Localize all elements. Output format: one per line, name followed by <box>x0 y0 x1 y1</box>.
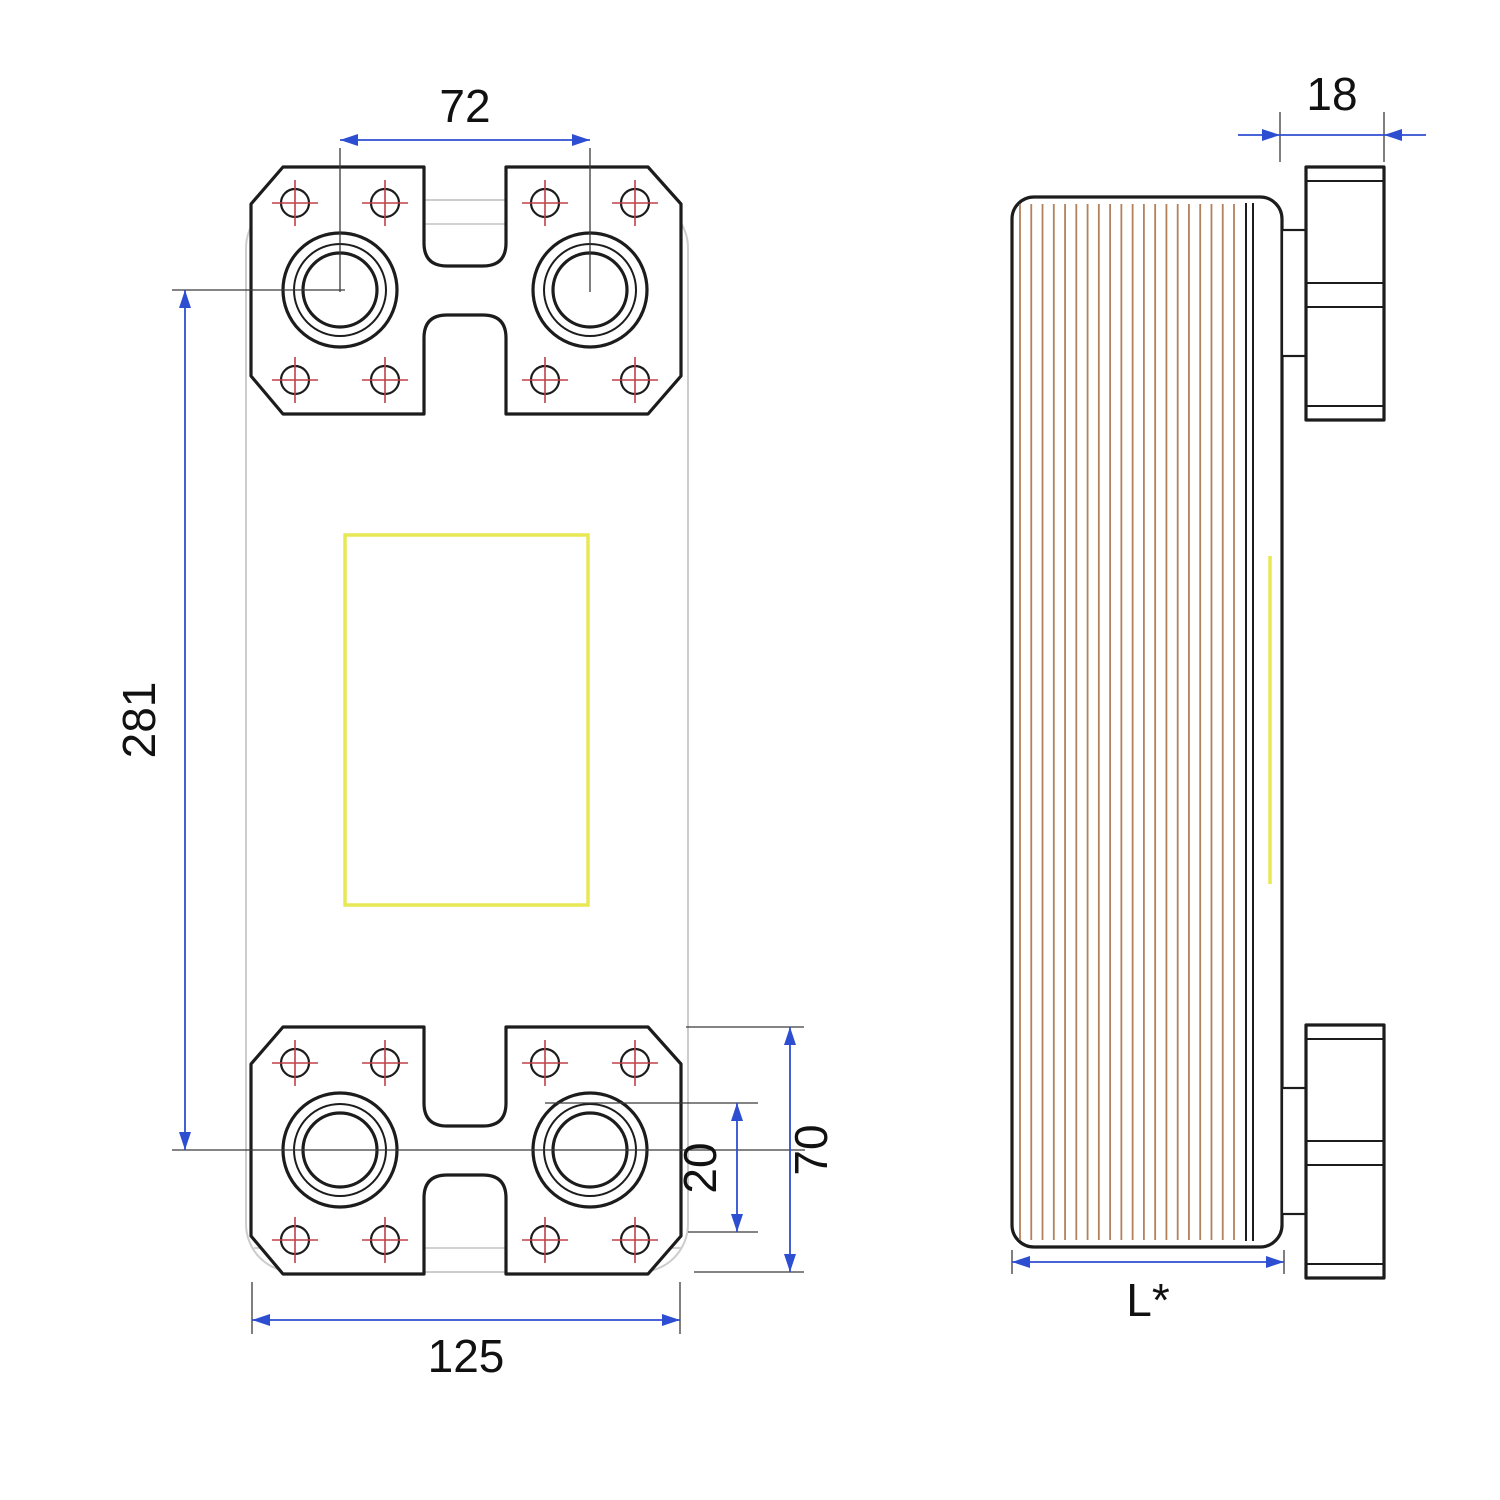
connection-flange <box>1304 1023 1386 1280</box>
dim-label-125: 125 <box>428 1330 505 1382</box>
dim-label-72: 72 <box>439 80 490 132</box>
bottom-connection <box>1280 1023 1386 1280</box>
dimension-port-vertical-spacing: 281 <box>113 289 805 1151</box>
arrow-icon <box>572 134 590 146</box>
front-view: 72 281 125 70 <box>113 80 837 1382</box>
arrow-icon <box>1262 129 1280 141</box>
connection-flange <box>1304 165 1386 422</box>
plate-pack-body <box>245 199 689 1273</box>
dimension-overall-width: 125 <box>251 1282 681 1382</box>
dim-label-stack-length: L* <box>1126 1274 1170 1326</box>
arrow-icon <box>731 1214 743 1232</box>
arrow-icon <box>784 1027 796 1045</box>
dim-label-70: 70 <box>785 1124 837 1175</box>
dim-label-281: 281 <box>113 682 165 759</box>
connection-neck <box>1280 1086 1308 1216</box>
arrow-icon <box>1012 1256 1030 1268</box>
dimension-stack-length: L* <box>1011 1250 1285 1326</box>
dimension-port-offset: 20 <box>545 1102 758 1233</box>
arrow-icon <box>1384 129 1402 141</box>
arrow-icon <box>731 1103 743 1121</box>
plate-stack-outline <box>1010 195 1284 1249</box>
arrow-icon <box>179 1132 191 1150</box>
label-area-outline <box>343 533 590 907</box>
top-connection <box>1280 165 1386 422</box>
dimension-end-plate-protrusion: 18 <box>1238 68 1426 162</box>
plate-stack <box>1019 204 1235 1240</box>
arrow-icon <box>1266 1256 1284 1268</box>
connection-neck <box>1280 228 1308 358</box>
arrow-icon <box>784 1254 796 1272</box>
dim-label-20: 20 <box>674 1142 726 1193</box>
dim-label-18: 18 <box>1306 68 1357 120</box>
dimension-port-horizontal-spacing: 72 <box>339 80 591 292</box>
arrow-icon <box>252 1314 270 1326</box>
arrow-icon <box>340 134 358 146</box>
arrow-icon <box>179 290 191 308</box>
dimension-flange-height: 70 <box>686 1026 837 1273</box>
arrow-icon <box>662 1314 680 1326</box>
side-view: 18 L* <box>1010 68 1426 1326</box>
